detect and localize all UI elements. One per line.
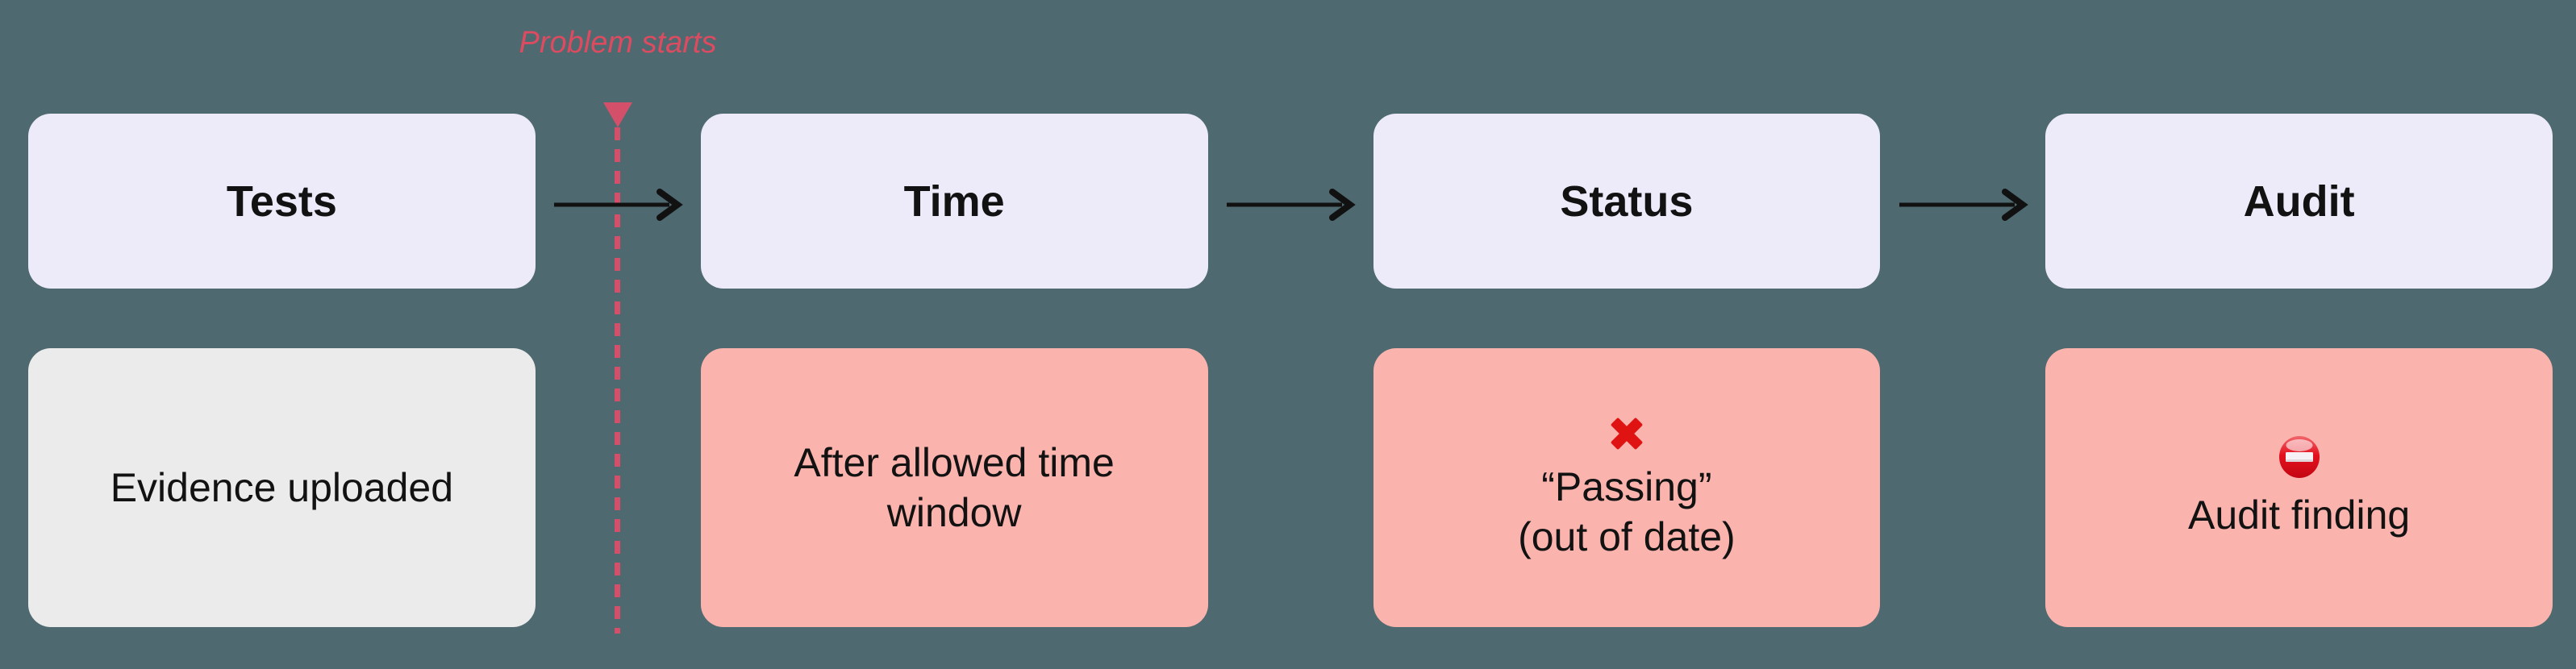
header-label-time: Time xyxy=(903,177,1005,226)
detail-text-out-of-date: (out of date) xyxy=(1518,514,1736,559)
detail-text-audit-finding: Audit finding xyxy=(2188,492,2411,538)
header-label-status: Status xyxy=(1560,177,1694,226)
detail-text-evidence-uploaded: Evidence uploaded xyxy=(110,465,454,510)
problem-starts-dashed-line xyxy=(615,127,620,634)
detail-row: Evidence uploaded After allowed time win… xyxy=(28,348,2553,627)
header-label-audit: Audit xyxy=(2243,177,2355,226)
header-box-time: Time xyxy=(700,114,1208,289)
arrow-tests-to-time-icon xyxy=(554,189,683,221)
header-box-status: Status xyxy=(1373,114,1881,289)
header-box-audit: Audit xyxy=(2045,114,2553,289)
header-box-tests: Tests xyxy=(28,114,536,289)
problem-starts-label: Problem starts xyxy=(519,26,717,60)
detail-text-passing: “Passing” xyxy=(1541,464,1712,509)
cross-mark-icon xyxy=(1611,418,1643,450)
detail-text-after-time-window: After allowed time window xyxy=(794,440,1115,535)
problem-starts-triangle-icon xyxy=(603,102,632,127)
detail-box-evidence-uploaded: Evidence uploaded xyxy=(28,348,536,627)
detail-box-after-time-window: After allowed time window xyxy=(700,348,1208,627)
detail-box-passing-out-of-date: “Passing” (out of date) xyxy=(1373,348,1881,627)
header-row: Tests Time Status Audit xyxy=(28,114,2553,289)
no-entry-icon xyxy=(2278,436,2320,478)
detail-box-audit-finding: Audit finding xyxy=(2045,348,2553,627)
arrow-status-to-audit-icon xyxy=(1899,189,2028,221)
arrow-time-to-status-icon xyxy=(1227,189,1356,221)
header-label-tests: Tests xyxy=(226,177,337,226)
